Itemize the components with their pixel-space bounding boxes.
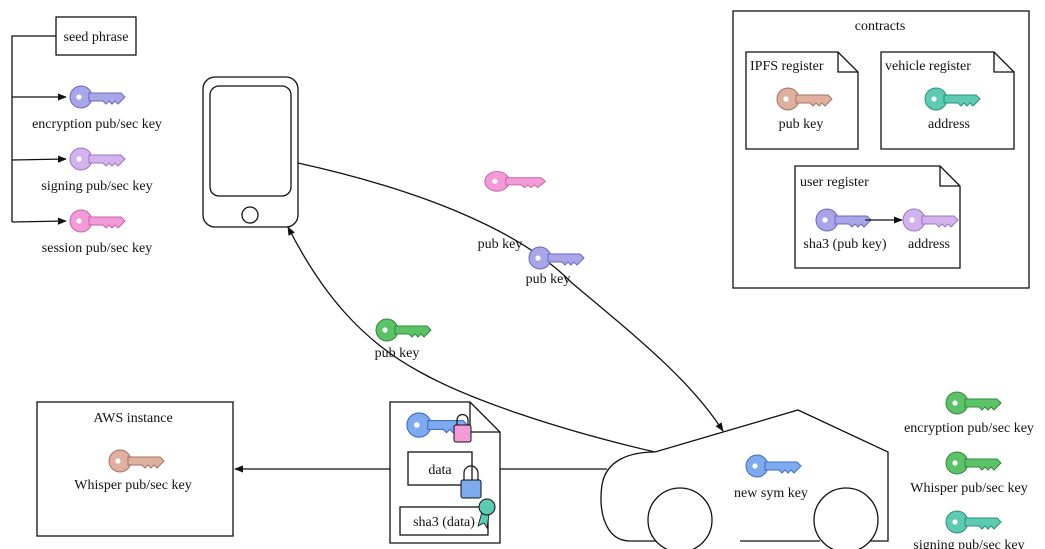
phone-screen — [209, 85, 292, 197]
doc-sha3-label: sha3 (data) — [413, 515, 475, 530]
doc-certificate-badge-icon — [477, 498, 496, 530]
doc-data-box — [407, 451, 473, 486]
ipfs-register-label: IPFS register — [750, 59, 824, 74]
doc-blue-lock-icon — [460, 465, 482, 499]
phone-home-button — [241, 206, 259, 224]
aws-box — [36, 401, 234, 537]
aws-whisper-key-label: Whisper pub/sec key — [74, 478, 191, 493]
pub-key-label-2: pub key — [526, 272, 571, 287]
signing-key-label: signing pub/sec key — [41, 179, 152, 194]
doc-pink-lock-icon — [453, 413, 472, 443]
signing-key-icon — [69, 147, 126, 171]
pub-key-green-icon — [375, 318, 432, 342]
contracts-panel: contracts IPFS register pub key vehicle … — [732, 10, 1030, 289]
pub-key-purple-icon — [528, 246, 585, 270]
seed-phrase-group: seed phrase encryption pub/sec key signi… — [11, 16, 162, 256]
phone-to-car-arrow — [297, 162, 724, 432]
pub-key-label-1: pub key — [478, 237, 523, 252]
user-register-doc — [794, 165, 961, 269]
encrypted-document: data sha3 (data) — [389, 401, 501, 544]
session-key-icon — [69, 209, 126, 233]
car-whisper-key-icon — [945, 451, 1002, 475]
pub-key-pink-icon — [484, 170, 546, 192]
car-whisper-key-label: Whisper pub/sec key — [910, 481, 1027, 496]
car-encryption-key-label: encryption pub/sec key — [904, 421, 1034, 436]
seed-branch-signing — [11, 155, 67, 163]
car-sym-key-label: new sym key — [734, 486, 808, 501]
car-signing-key-label: signing pub/sec key — [913, 538, 1024, 549]
vehicle-register-label: vehicle register — [885, 59, 971, 74]
aws-title: AWS instance — [93, 411, 172, 426]
doc-sha3-box — [399, 506, 489, 536]
session-key-label: session pub/sec key — [42, 241, 152, 256]
doc-data-label: data — [428, 463, 452, 478]
encryption-key-icon — [69, 85, 126, 109]
car-rear-wheel — [813, 487, 879, 549]
seed-phrase-label: seed phrase — [64, 30, 129, 45]
car-keys-group: encryption pub/sec key Whisper pub/sec k… — [904, 391, 1034, 549]
car-encryption-key-icon — [945, 391, 1002, 415]
car-front-wheel — [647, 487, 713, 549]
ipfs-pub-key-label: pub key — [779, 117, 824, 132]
user-address-label: address — [908, 237, 950, 252]
pub-key-label-3: pub key — [375, 346, 420, 361]
user-register-label: user register — [800, 175, 869, 190]
vehicle-address-label: address — [928, 117, 970, 132]
aws-instance: AWS instance Whisper pub/sec key — [36, 401, 234, 537]
phone-device — [202, 76, 299, 228]
encryption-key-label: encryption pub/sec key — [32, 117, 162, 132]
car-signing-key-icon — [945, 510, 1002, 534]
vehicle: new sym key — [600, 409, 889, 549]
seed-branch-session — [11, 217, 67, 225]
contracts-title: contracts — [855, 19, 906, 34]
user-sha3-label: sha3 (pub key) — [803, 237, 887, 252]
car-to-phone-arrow — [287, 226, 656, 453]
